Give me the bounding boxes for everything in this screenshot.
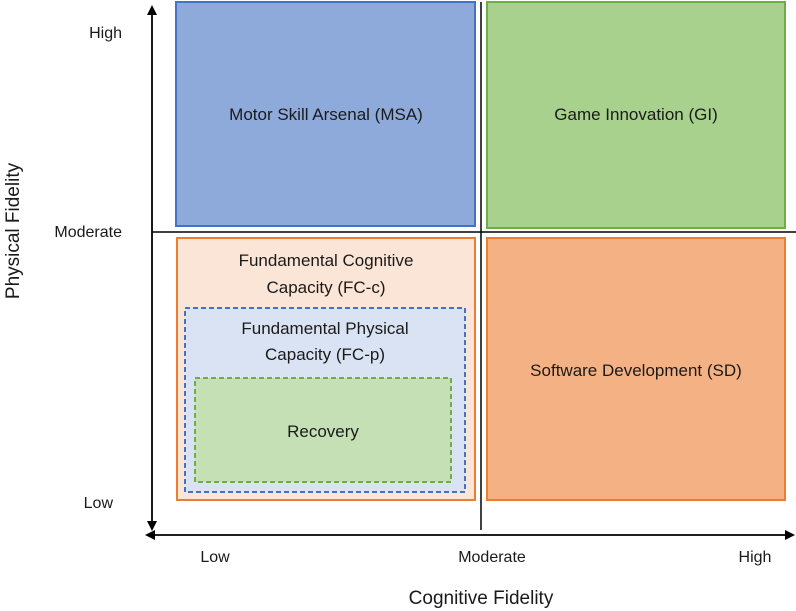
gi-label: Game Innovation (GI)	[554, 105, 717, 124]
msa-quadrant	[175, 1, 476, 227]
y-tick-low: Low	[84, 495, 114, 512]
x-tick-low: Low	[200, 549, 230, 566]
recovery-label: Recovery	[287, 422, 359, 441]
fcc-label-line1: Fundamental Cognitive	[239, 251, 414, 270]
gi-quadrant	[486, 1, 786, 229]
y-tick-moderate: Moderate	[54, 224, 122, 241]
sd-label: Software Development (SD)	[530, 361, 742, 380]
x-axis-title: Cognitive Fidelity	[409, 588, 554, 609]
y-axis-title: Physical Fidelity	[3, 162, 24, 299]
y-tick-high: High	[89, 25, 122, 42]
x-tick-moderate: Moderate	[458, 549, 526, 566]
recovery-box	[194, 377, 452, 483]
sd-quadrant	[486, 237, 786, 501]
fcc-label-line2: Capacity (FC-c)	[266, 278, 385, 297]
fcp-label-line1: Fundamental Physical	[241, 319, 408, 338]
fcp-label-line2: Capacity (FC-p)	[265, 345, 385, 364]
x-tick-high: High	[739, 549, 772, 566]
msa-label: Motor Skill Arsenal (MSA)	[229, 105, 423, 124]
